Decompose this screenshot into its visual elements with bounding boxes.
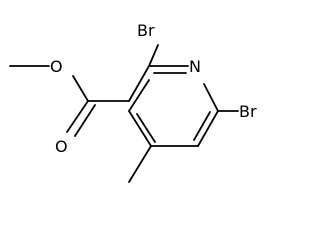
bond-c3-c4 (128, 110, 152, 147)
bond-carbonyl-o-ether (72, 75, 89, 102)
atom-n-ring: N (189, 57, 201, 76)
bond-c2-c3 (128, 79, 150, 112)
atom-o-ether: O (50, 57, 63, 76)
atom-br-top: Br (137, 21, 155, 40)
bond-c2-ring (128, 65, 150, 102)
bond-c5-c6-inner (193, 111, 211, 141)
bond-c6-n (203, 83, 219, 112)
molecule-svg: Br N Br O O (9, 21, 257, 183)
structure-diagram: Br N Br O O (9, 21, 257, 183)
bond-carbonyl-o-double (66, 100, 89, 133)
bond-carbonyl-o-double-2 (74, 104, 96, 137)
atom-o-carbonyl: O (55, 137, 68, 156)
bond-c5-c6 (197, 110, 219, 147)
bond-c3-c4-inner (136, 113, 156, 143)
bond-c2-br (148, 44, 159, 67)
atom-br-right: Br (239, 102, 257, 121)
bond-c4-methyl (128, 145, 152, 183)
